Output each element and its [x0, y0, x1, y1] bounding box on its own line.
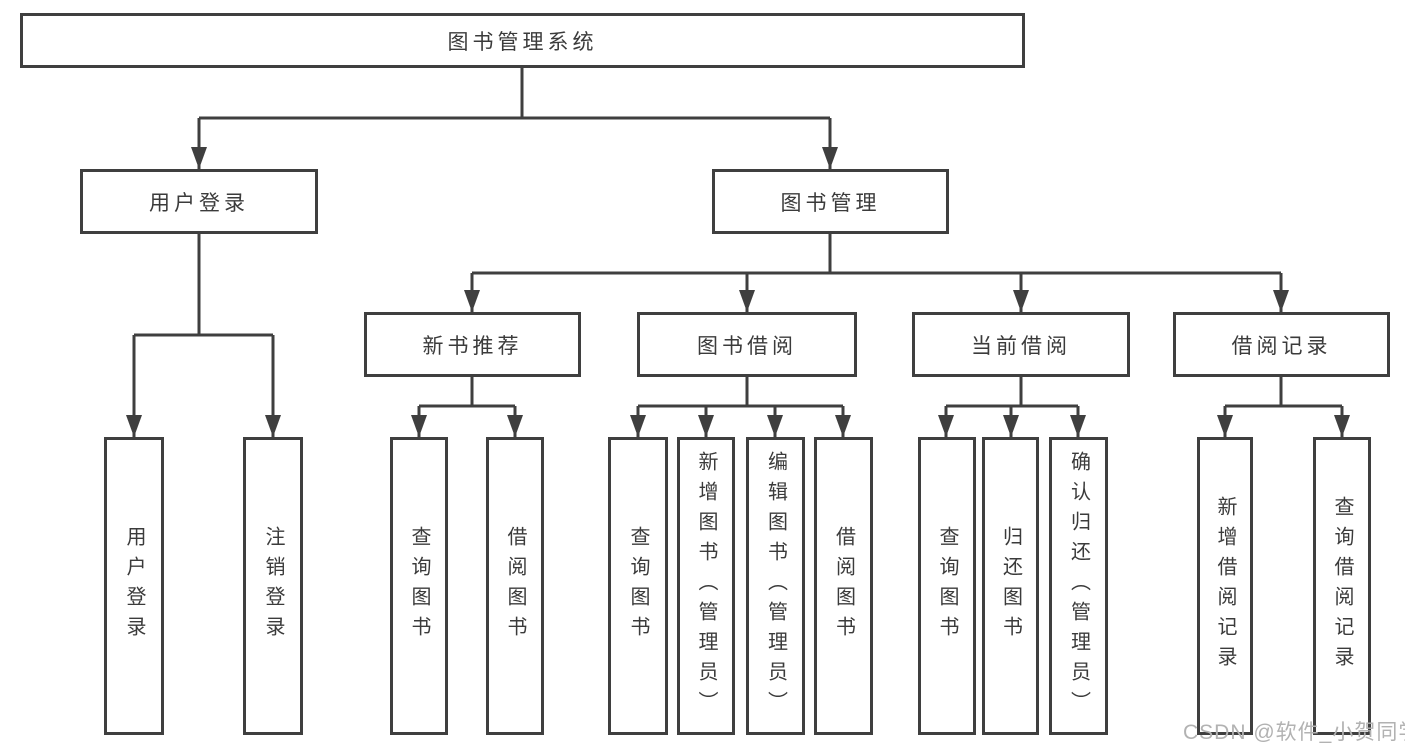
leaf-current-return-books: 归还图书 [982, 437, 1039, 735]
connector-path [132, 68, 1344, 437]
leaf-newbook-borrow-books: 借阅图书 [486, 437, 544, 735]
leaf-label: 注销登录 [262, 526, 284, 646]
arrowhead-icon [938, 415, 954, 437]
arrowhead-icon [265, 415, 281, 437]
arrowhead-icon [1003, 415, 1019, 437]
leaf-label: 借阅图书 [832, 526, 855, 646]
node-book-management: 图书管理 [712, 169, 949, 234]
arrowhead-icon [1070, 415, 1086, 437]
node-book-borrowing: 图书借阅 [637, 312, 857, 377]
leaf-label: 编辑图书（管理员） [764, 451, 787, 721]
arrowhead-icon [507, 415, 523, 437]
node-current-borrowing: 当前借阅 [912, 312, 1130, 377]
leaf-user-login: 用户登录 [104, 437, 164, 735]
arrowhead-icon [739, 290, 755, 312]
arrowhead-icon [698, 415, 714, 437]
leaf-label: 查询图书 [627, 526, 649, 646]
leaf-borrowing-query-books: 查询图书 [608, 437, 668, 735]
leaf-label: 借阅图书 [504, 526, 526, 646]
leaf-label: 查询借阅记录 [1331, 496, 1353, 676]
leaf-label: 新增借阅记录 [1214, 496, 1236, 676]
leaf-borrowing-borrow-books: 借阅图书 [814, 437, 873, 735]
arrowhead-icon [464, 290, 480, 312]
leaf-logout: 注销登录 [243, 437, 303, 735]
arrowhead-icon [767, 415, 783, 437]
node-new-book-recommend: 新书推荐 [364, 312, 581, 377]
leaf-current-query-books: 查询图书 [918, 437, 976, 735]
leaf-newbook-query-books: 查询图书 [390, 437, 448, 735]
arrowhead-icon [1273, 290, 1289, 312]
leaf-label: 用户登录 [123, 526, 145, 646]
arrowhead-icon [191, 147, 207, 169]
leaf-borrowing-edit-books-admin: 编辑图书（管理员） [746, 437, 805, 735]
node-borrowing-records: 借阅记录 [1173, 312, 1390, 377]
arrowhead-icon [822, 147, 838, 169]
leaf-label: 查询图书 [936, 526, 958, 646]
watermark-text: CSDN @软件_小贺同学 [1183, 721, 1405, 744]
arrowhead-icon [835, 415, 851, 437]
arrowhead-icon [630, 415, 646, 437]
arrowhead-icon [411, 415, 427, 437]
arrowhead-icon [1217, 415, 1233, 437]
node-user-login: 用户登录 [80, 169, 318, 234]
arrowhead-icon [1334, 415, 1350, 437]
leaf-records-query-record: 查询借阅记录 [1313, 437, 1371, 735]
leaf-current-confirm-return-admin: 确认归还（管理员） [1049, 437, 1108, 735]
arrowhead-icon [1013, 290, 1029, 312]
leaf-borrowing-add-books-admin: 新增图书（管理员） [677, 437, 735, 735]
leaf-records-add-record: 新增借阅记录 [1197, 437, 1253, 735]
leaf-label: 新增图书（管理员） [695, 451, 717, 721]
leaf-label: 确认归还（管理员） [1067, 451, 1090, 721]
leaf-label: 归还图书 [999, 526, 1022, 646]
node-library-management-system: 图书管理系统 [20, 13, 1025, 68]
arrowhead-icon [126, 415, 142, 437]
leaf-label: 查询图书 [408, 526, 430, 646]
